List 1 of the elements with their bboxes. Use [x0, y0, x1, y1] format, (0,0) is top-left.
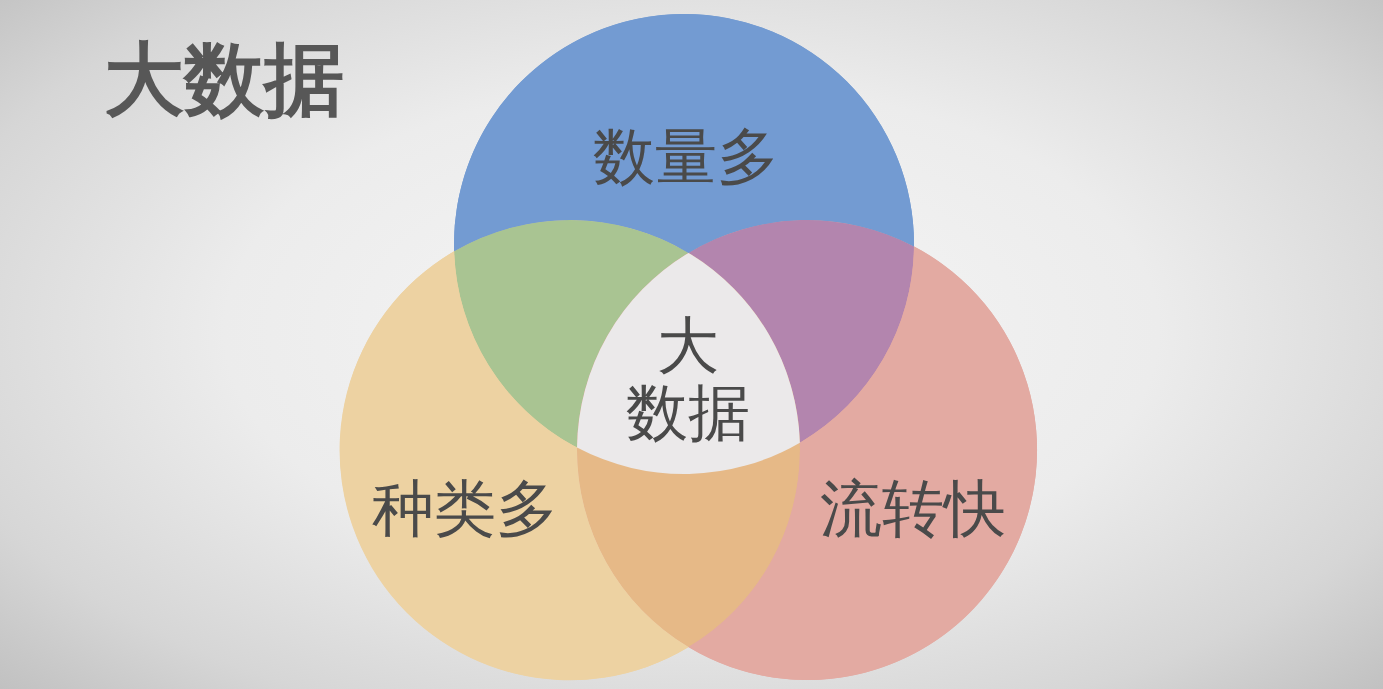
- title: 大数据: [104, 36, 344, 124]
